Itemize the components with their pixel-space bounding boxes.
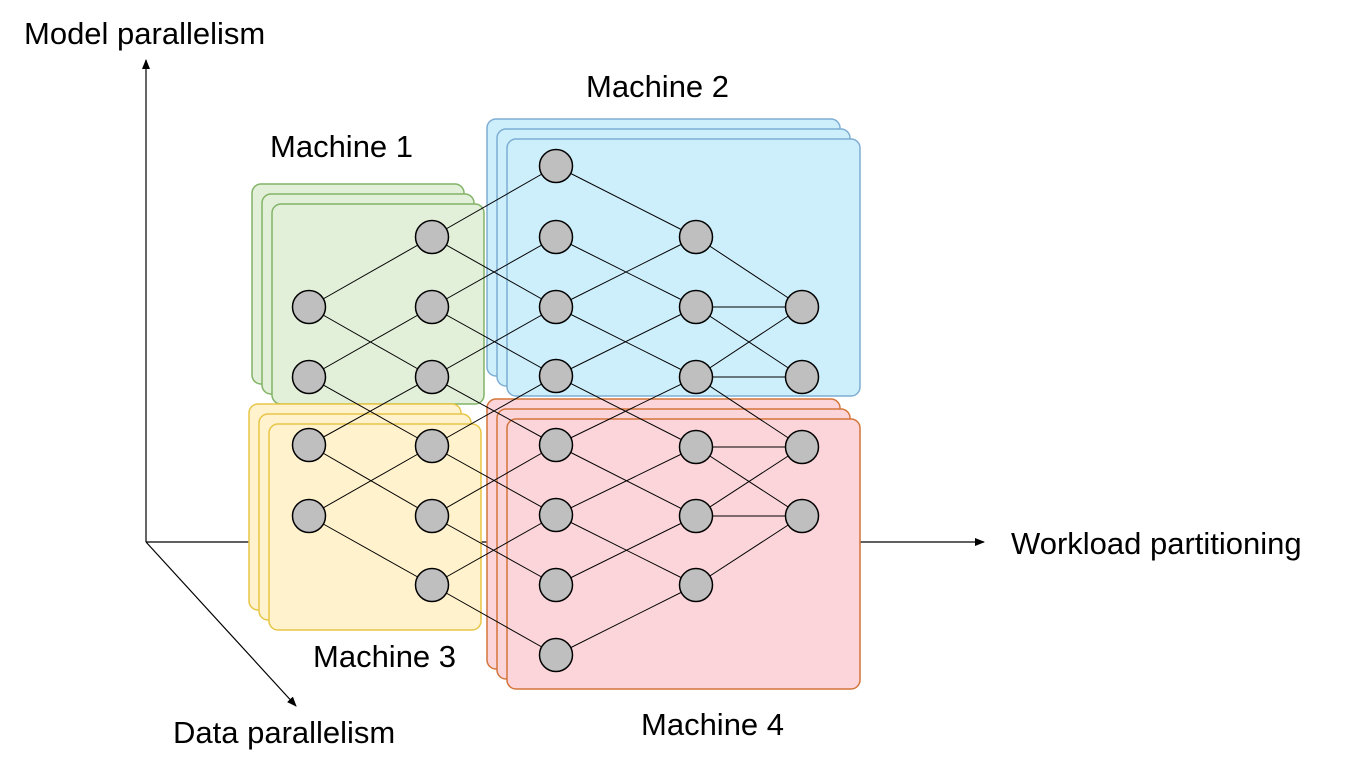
edge-a1-b1 — [308, 236, 433, 308]
neuron-node-e1 — [784, 289, 820, 325]
edge-d5-e3 — [695, 446, 803, 517]
neuron-node-d3 — [678, 359, 714, 395]
neuron-node-e4 — [784, 498, 820, 534]
neuron-node-a2 — [291, 359, 327, 395]
neuron-node-c7 — [538, 567, 574, 603]
m4-box-layer-3 — [506, 418, 861, 690]
data-axis — [145, 541, 297, 707]
network-nodes — [291, 148, 820, 673]
edge-d3-e1 — [695, 306, 803, 378]
neuron-node-c2 — [538, 219, 574, 255]
edge-c4-d2 — [555, 306, 697, 377]
edge-c3-d1 — [555, 236, 697, 308]
edge-a4-b6 — [308, 515, 433, 586]
data-parallelism-label: Data parallelism — [173, 715, 395, 750]
neuron-node-c6 — [538, 497, 574, 533]
neuron-node-b4 — [414, 428, 450, 464]
edge-c1-d1 — [555, 165, 697, 238]
neuron-node-a1 — [291, 289, 327, 325]
neuron-node-a4 — [291, 498, 327, 534]
machine-boxes — [248, 118, 861, 690]
machine-4-label: Machine 4 — [641, 707, 784, 742]
edge-b3-c3 — [431, 306, 557, 378]
edge-c6-d4 — [555, 446, 697, 516]
edge-a3-b3 — [308, 376, 433, 446]
neuron-node-b6 — [414, 567, 450, 603]
neuron-node-b5 — [414, 498, 450, 534]
edge-b6-c6 — [431, 514, 557, 586]
neuron-node-c5 — [538, 427, 574, 463]
machine-3-label: Machine 3 — [313, 639, 456, 674]
neuron-node-d4 — [678, 429, 714, 465]
neuron-node-c4 — [538, 358, 574, 394]
edge-b1-c1 — [431, 165, 557, 238]
edge-a2-b2 — [308, 306, 433, 378]
neuron-node-c3 — [538, 289, 574, 325]
neuron-node-d6 — [678, 567, 714, 603]
model-parallelism-label: Model parallelism — [24, 16, 265, 51]
edge-a4-b4 — [308, 445, 433, 517]
neuron-node-c1 — [538, 148, 574, 184]
neuron-node-d2 — [678, 289, 714, 325]
workload-partitioning-label: Workload partitioning — [1011, 526, 1302, 561]
neuron-node-b2 — [414, 289, 450, 325]
edge-c8-d6 — [555, 584, 697, 656]
machine-2-label: Machine 2 — [586, 69, 729, 104]
neuron-node-c8 — [538, 637, 574, 673]
neuron-node-b3 — [414, 359, 450, 395]
edge-b5-c5 — [431, 444, 557, 517]
edge-c7-d5 — [555, 515, 697, 586]
neuron-node-e2 — [784, 359, 820, 395]
edge-d3-e3 — [695, 376, 803, 448]
machine-1-label: Machine 1 — [270, 129, 413, 164]
neuron-node-a3 — [291, 427, 327, 463]
edge-b6-c8 — [431, 584, 557, 656]
m2-box-layer-3 — [506, 138, 861, 397]
edge-d1-e1 — [695, 236, 803, 308]
edge-c5-d3 — [555, 376, 697, 446]
neuron-node-d5 — [678, 498, 714, 534]
neuron-node-d1 — [678, 219, 714, 255]
edge-b2-c2 — [431, 236, 557, 308]
network-edges — [308, 165, 803, 656]
edge-b4-c4 — [431, 375, 557, 447]
neuron-node-b1 — [414, 219, 450, 255]
neuron-node-e3 — [784, 429, 820, 465]
edge-d6-e4 — [695, 515, 803, 586]
